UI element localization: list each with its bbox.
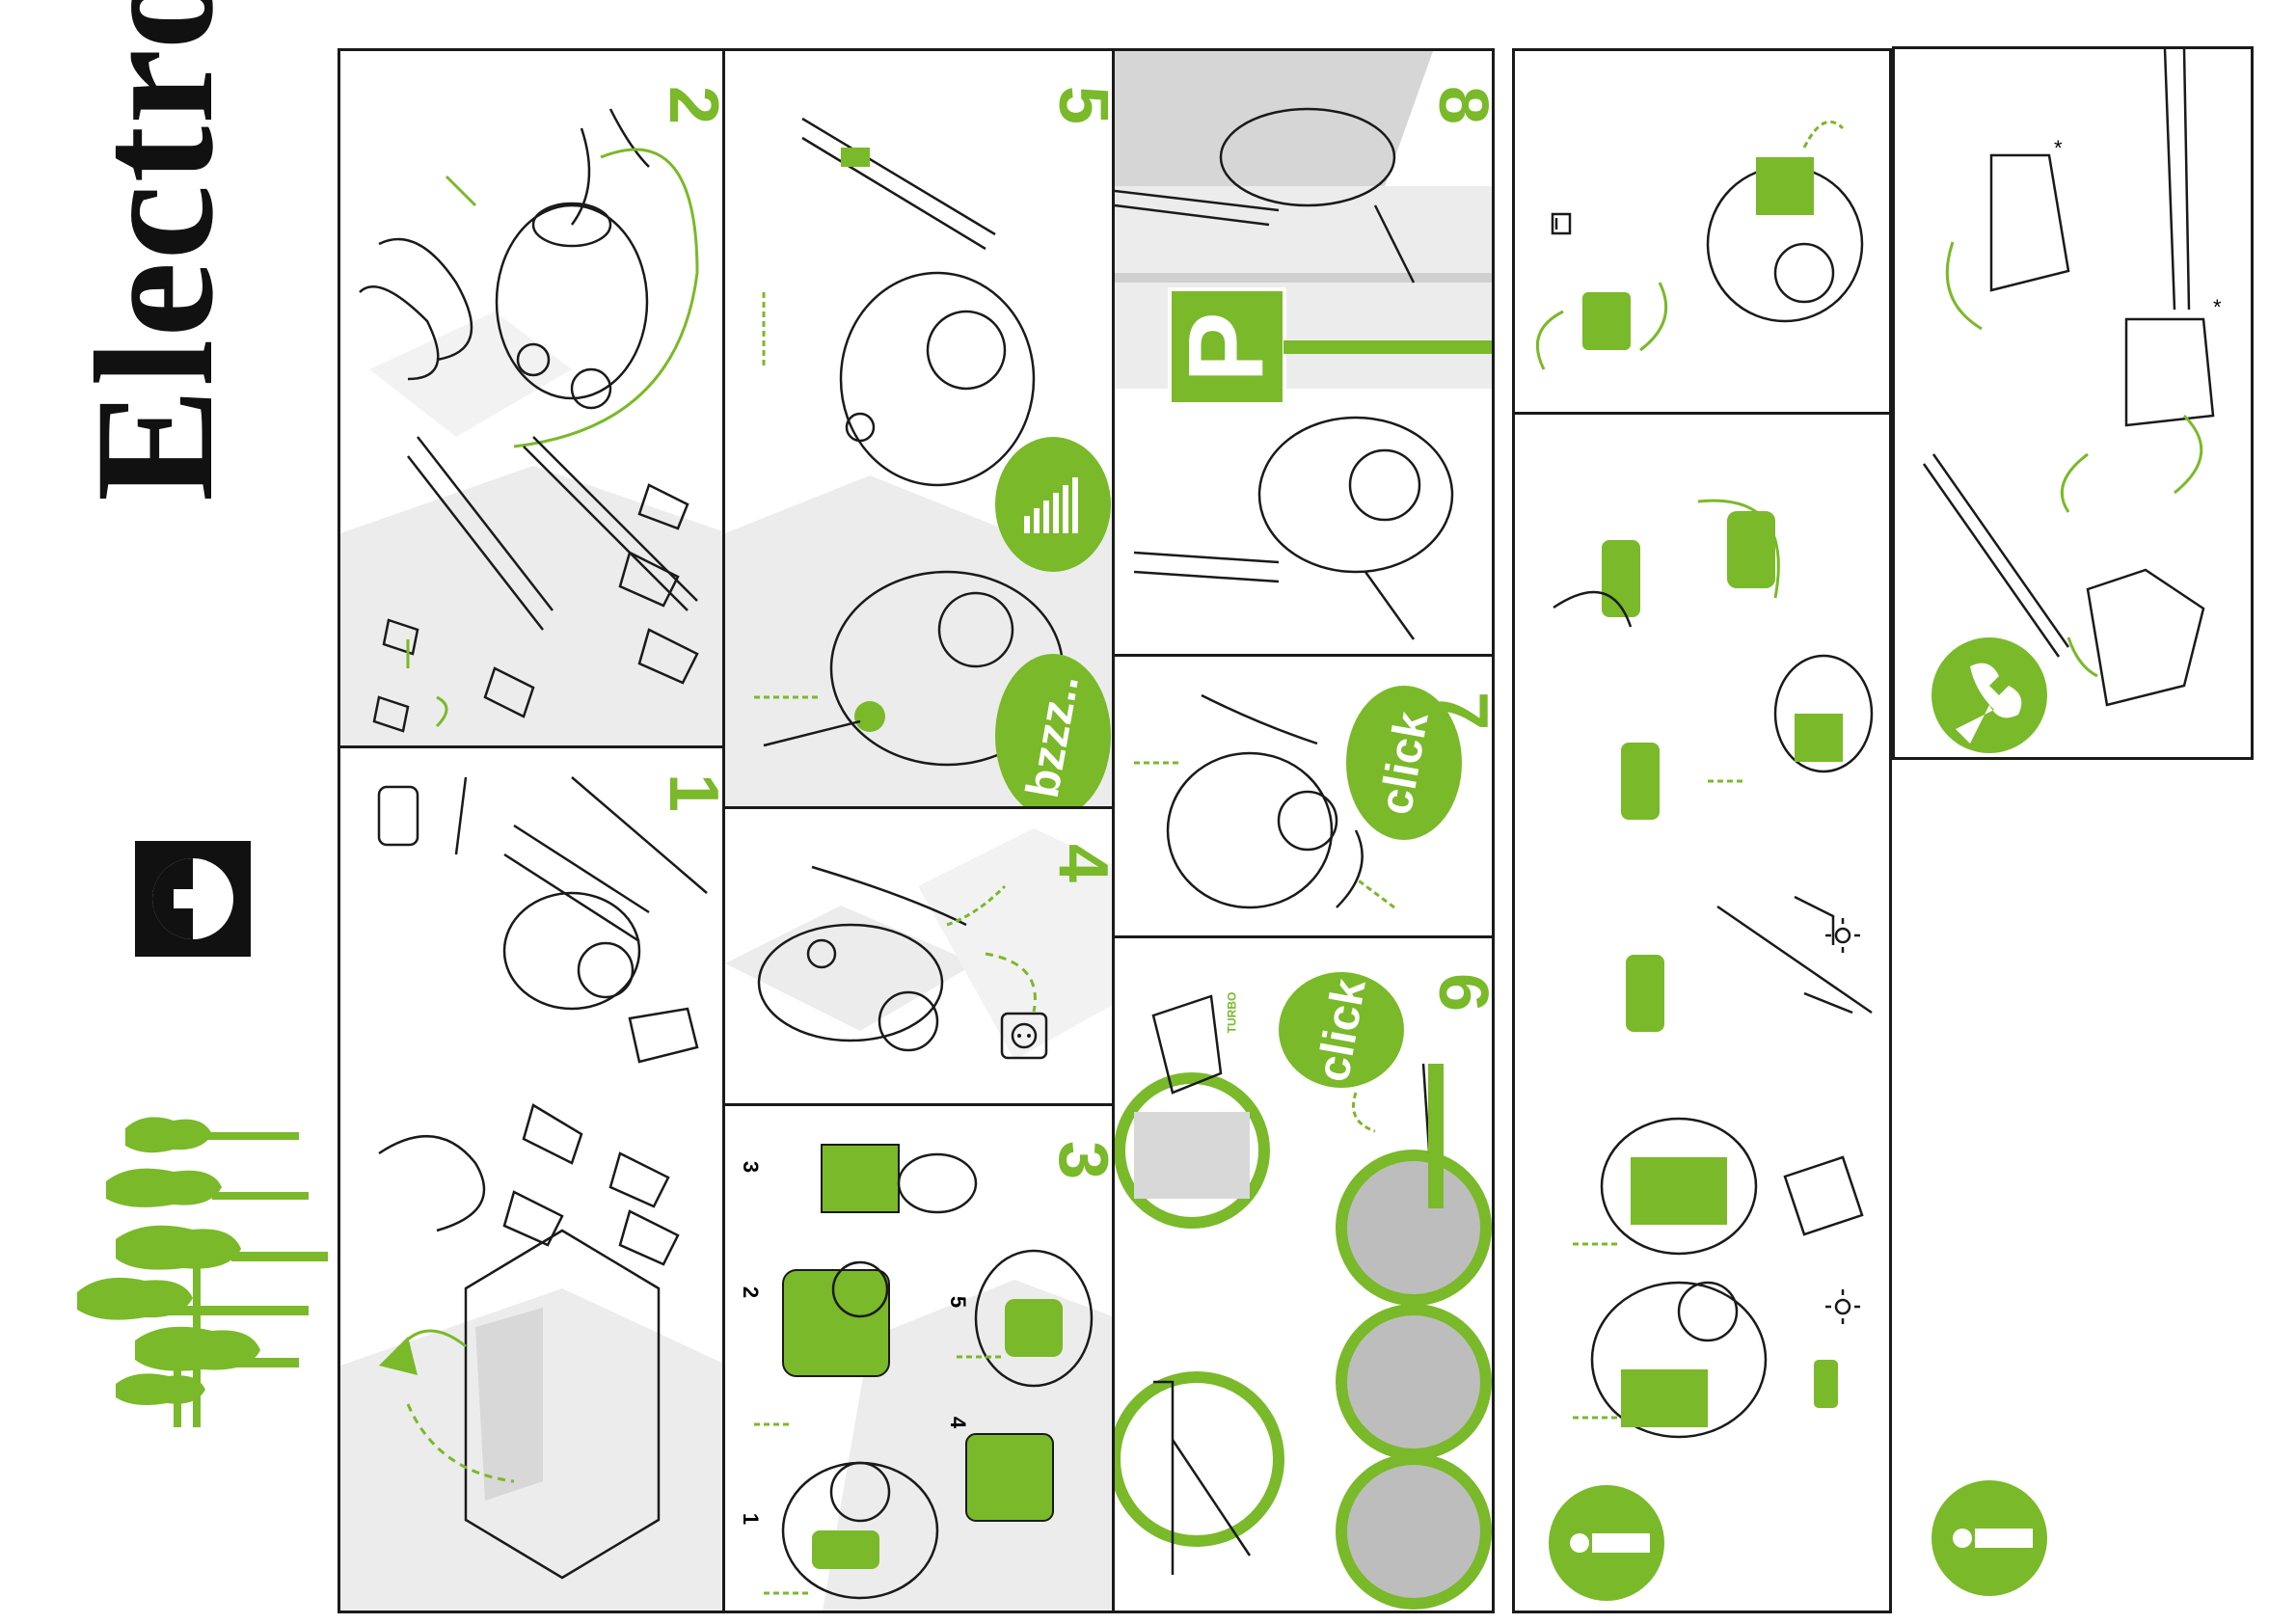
nozzle-illustration bbox=[1115, 994, 1492, 1610]
filter-cleaning-illustration bbox=[1553, 499, 1874, 1439]
power-level-bubble bbox=[995, 437, 1111, 572]
brand-wordmark: Electrolux bbox=[61, 0, 249, 501]
sun-icon bbox=[1825, 1289, 1860, 1324]
electrolux-logo-icon bbox=[135, 841, 251, 957]
panel-filter-rinse bbox=[1512, 48, 1892, 415]
panel-filter-cleaning bbox=[1512, 412, 1892, 1613]
panel-maintenance: * * bbox=[1892, 46, 2254, 760]
bzzz-bubble: bzzz.. bbox=[995, 654, 1111, 807]
plug-in-illustration bbox=[757, 865, 1037, 1052]
panel-step-4: 4 bbox=[722, 806, 1115, 1107]
click-bubble-6: click bbox=[1279, 972, 1404, 1088]
panel-step-3: 3 3 2 5 4 1 bbox=[722, 1103, 1115, 1613]
info-icon bbox=[1931, 1480, 2047, 1596]
click-bubble-7: click bbox=[1346, 686, 1462, 840]
panel-step-6: 6 click TURBO bbox=[1112, 935, 1495, 1613]
nozzle-cleaning-illustration bbox=[1922, 49, 2215, 707]
info-icon bbox=[1549, 1485, 1664, 1601]
panel-step-2: 2 bbox=[338, 48, 725, 748]
power-bars-icon bbox=[1024, 477, 1078, 533]
asterisk-2: * bbox=[2213, 295, 2222, 319]
panel-step-8: 8 P bbox=[1112, 48, 1495, 658]
panel-step-1: 1 bbox=[338, 745, 725, 1613]
parking-line bbox=[1283, 340, 1492, 354]
hose-connect-illustration bbox=[1134, 693, 1395, 909]
power-adjust-illustration bbox=[754, 117, 1065, 767]
socket-icon bbox=[1000, 1012, 1048, 1060]
filter-rinse-illustration bbox=[1535, 120, 1864, 370]
bin-icon bbox=[1551, 212, 1572, 235]
tree-icon bbox=[77, 1117, 328, 1427]
parking-illustration bbox=[1115, 107, 1454, 640]
panel-step-7: 7 click bbox=[1112, 654, 1495, 939]
wrench-icon bbox=[1931, 637, 2047, 753]
asterisk-1: * bbox=[2054, 136, 2063, 160]
panel-step-5: 5 bzzz.. bbox=[722, 48, 1115, 810]
vacuum-assembly-illustration bbox=[359, 51, 725, 733]
box-contents-illustration bbox=[377, 776, 708, 1580]
empty-bin-illustration bbox=[754, 1144, 1094, 1600]
sun-icon bbox=[1825, 918, 1860, 953]
parking-sign: P bbox=[1168, 287, 1286, 406]
